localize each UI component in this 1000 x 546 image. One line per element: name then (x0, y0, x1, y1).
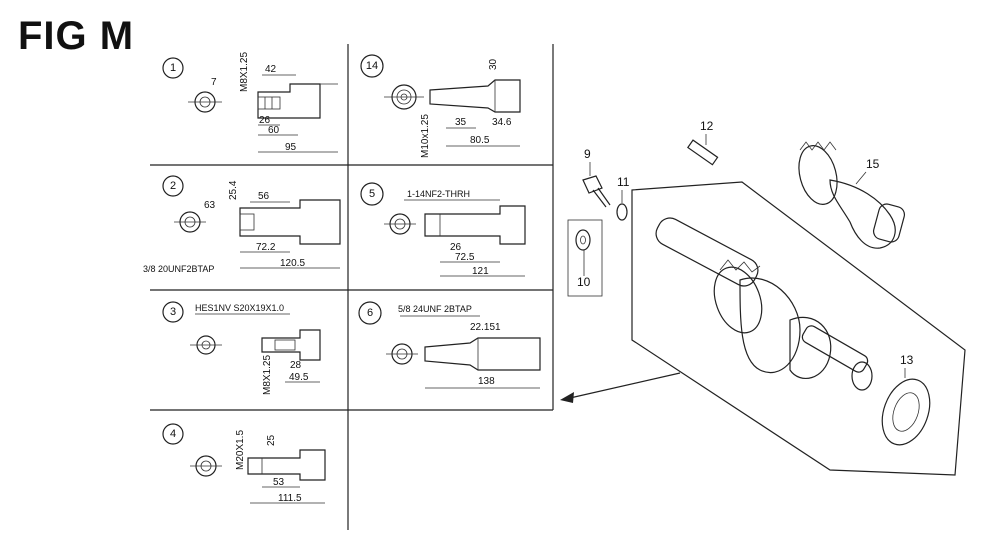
crankshaft-assembly (631, 181, 966, 476)
dim-label: 80.5 (470, 135, 490, 146)
callout-number: 12 (700, 119, 714, 133)
dim-label: 25.4 (228, 180, 239, 200)
panel-number: 1 (170, 62, 176, 74)
callout-number: 13 (900, 353, 914, 367)
dim-label: 138 (478, 376, 495, 387)
dim-label: 49.5 (289, 372, 309, 383)
panel-14: 14 30 M10x1.25 35 34.6 80.5 (360, 54, 521, 158)
panel-5: 5 1-14NF2-THRH 26 72.5 121 (360, 182, 526, 277)
panel-6: 6 5/8 24UNF 2BTAP 22.151 138 (358, 301, 541, 389)
thread-note: 3/8 20UNF2BTAP (143, 264, 214, 274)
pointer-arrow (560, 372, 681, 403)
dim-label: 72.2 (256, 242, 276, 253)
callout-number: 11 (617, 175, 630, 189)
callout-labels: 9 10 11 12 13 15 (577, 119, 914, 378)
connecting-rod-part (798, 141, 906, 249)
panel-number: 4 (170, 428, 176, 440)
dim-label: M8X1.25 (239, 52, 250, 92)
dim-label: 42 (265, 64, 277, 75)
dim-label: 34.6 (492, 117, 512, 128)
key-part (687, 139, 719, 166)
dim-label: 28 (290, 360, 302, 371)
dim-label: 95 (285, 142, 297, 153)
dim-label: 120.5 (280, 258, 305, 269)
dim-label: M10x1.25 (420, 114, 431, 158)
dim-label: M20X1.5 (235, 430, 246, 470)
dim-label: M8X1.25 (262, 355, 273, 395)
panel-number: 5 (369, 188, 375, 200)
dim-label: 22.151 (470, 322, 501, 333)
washer-part (567, 203, 628, 297)
panel-2: 2 63 25.4 56 72.2 120.5 3/8 20UNF2BTAP (143, 175, 341, 274)
panel-3: 3 HES1NV S20X19X1.0 M8X1.25 28 49.5 (162, 301, 321, 395)
dim-label: 26 (450, 242, 462, 253)
dim-label: 63 (204, 200, 216, 211)
thread-note: 1-14NF2-THRH (407, 189, 470, 199)
thread-note: HES1NV S20X19X1.0 (195, 303, 284, 313)
dim-label: 30 (488, 58, 499, 70)
dim-label: 121 (472, 266, 489, 277)
dim-label: 111.5 (278, 493, 302, 504)
dim-label: 25 (266, 434, 277, 446)
dim-label: 53 (273, 477, 285, 488)
callout-number: 15 (866, 157, 880, 171)
panel-number: 14 (366, 60, 378, 72)
thread-note: 5/8 24UNF 2BTAP (398, 304, 472, 314)
dim-label: 35 (455, 117, 467, 128)
panel-number: 3 (170, 306, 176, 318)
dim-label: 56 (258, 191, 270, 202)
dim-label: 72.5 (455, 252, 475, 263)
bolt-part (582, 175, 611, 208)
panel-4: 4 M20X1.5 25 53 111.5 (162, 423, 326, 504)
panel-number: 6 (367, 307, 373, 319)
panel-grid (150, 44, 554, 530)
callout-number: 9 (584, 147, 591, 161)
panel-number-circle (162, 57, 184, 79)
callout-number: 10 (577, 275, 591, 289)
dim-label: 7 (211, 77, 217, 88)
dim-label: 60 (268, 125, 280, 136)
panel-number: 2 (170, 180, 176, 192)
panel-1: 1 7 42 M8X1.25 26 60 95 (162, 52, 338, 153)
dim-label: 26 (259, 115, 271, 126)
figure-title: FIG M (18, 14, 135, 58)
